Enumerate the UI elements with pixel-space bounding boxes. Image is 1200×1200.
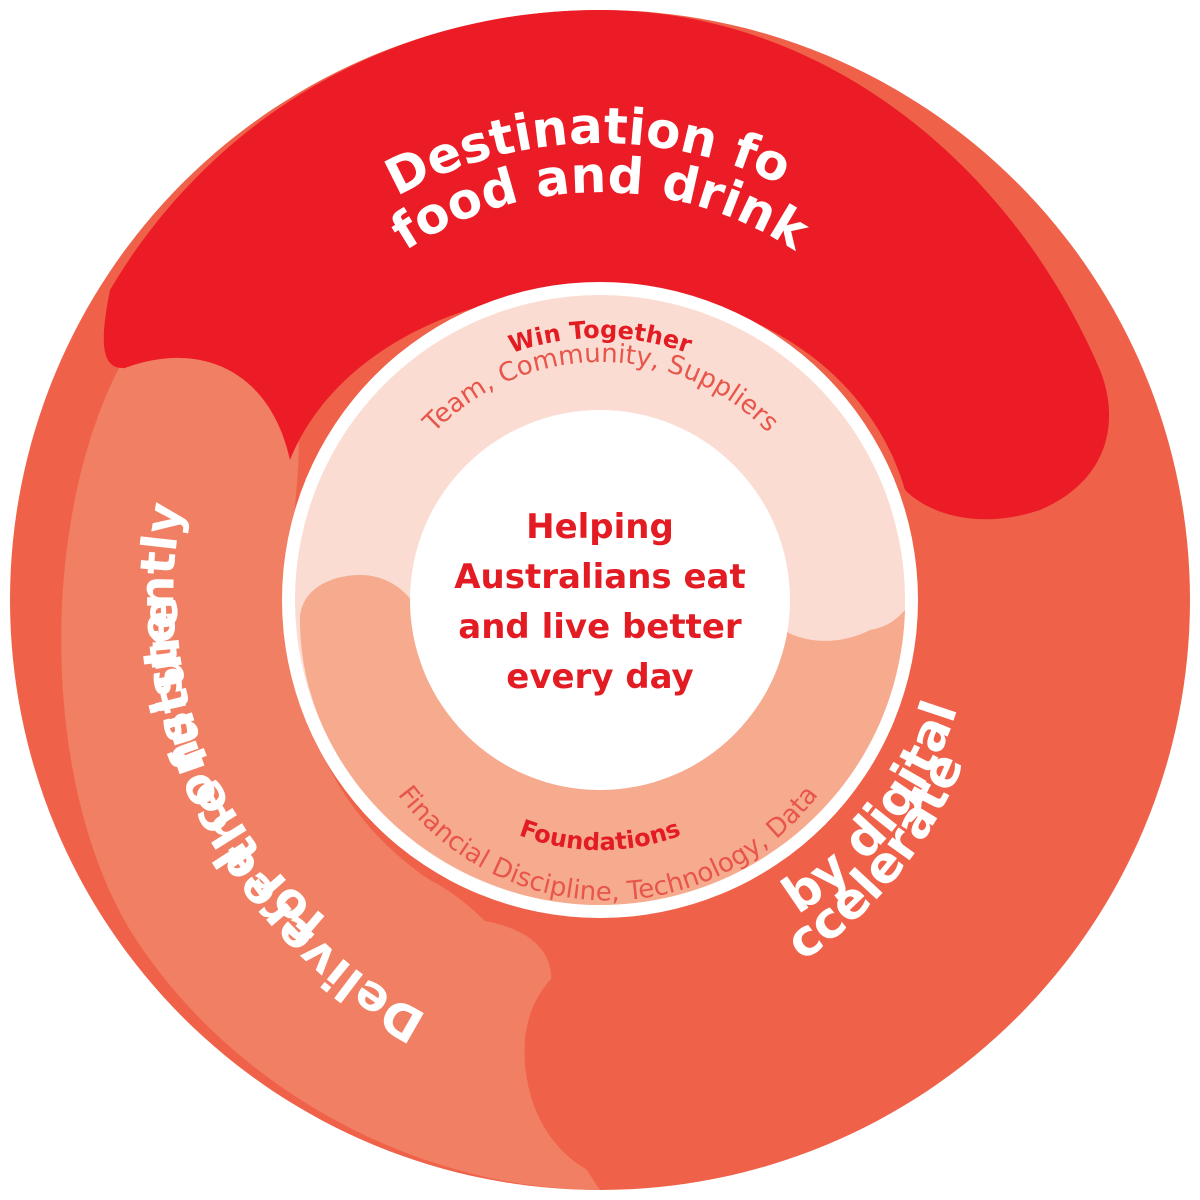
core-line-4: every day bbox=[506, 657, 693, 697]
core-circle bbox=[410, 410, 790, 790]
outer-segment-right-end bbox=[524, 850, 912, 1185]
core-line-1: Helping bbox=[526, 507, 674, 547]
outer-segment-top bbox=[103, 10, 1110, 520]
core-line-3: and live better bbox=[458, 607, 742, 647]
outer-segment-left-overlay bbox=[61, 355, 600, 1191]
core-line-2: Australians eat bbox=[454, 557, 746, 597]
middle-ring-lower bbox=[300, 575, 905, 905]
